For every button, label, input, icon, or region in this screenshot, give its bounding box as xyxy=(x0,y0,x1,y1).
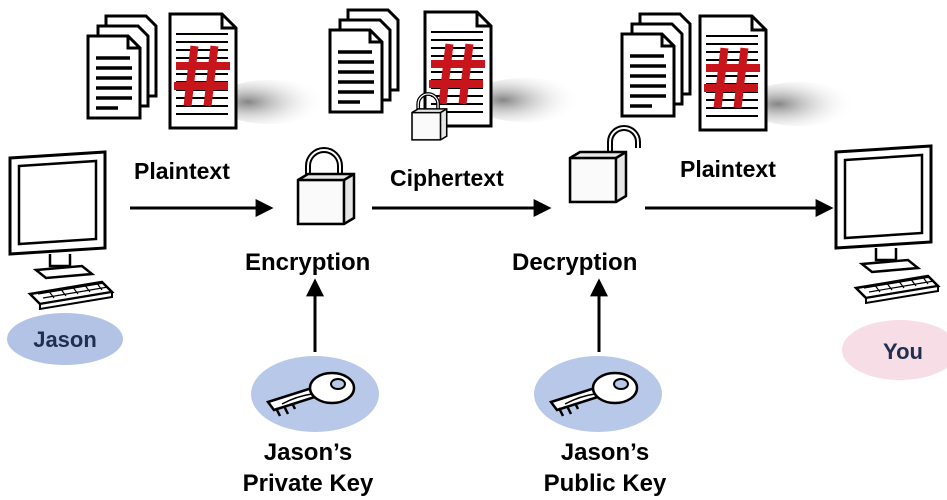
padlock-closed-icon xyxy=(298,150,354,224)
sender-badge: Jason xyxy=(7,313,123,365)
sender-name: Jason xyxy=(33,327,97,352)
public-key-badge xyxy=(534,356,662,432)
receiver-computer-icon xyxy=(834,144,940,305)
sender-computer-icon xyxy=(8,150,114,311)
document-stack-icon xyxy=(86,14,158,120)
public-key-label: Public Key xyxy=(544,470,667,497)
public-key-owner-label: Jason’s xyxy=(561,439,650,466)
padlock-open-icon xyxy=(570,128,638,202)
document-stack-icon xyxy=(620,12,692,118)
hash-document-icon xyxy=(170,14,325,128)
document-group-middle xyxy=(328,8,580,142)
document-group-right xyxy=(620,12,855,130)
receiver-badge: You xyxy=(842,320,947,380)
encryption-label: Encryption xyxy=(245,249,370,276)
document-stack-icon xyxy=(328,8,400,114)
plaintext-label-left: Plaintext xyxy=(134,158,230,184)
private-key-label: Private Key xyxy=(243,470,374,497)
private-key-badge xyxy=(251,356,379,432)
ciphertext-label: Ciphertext xyxy=(390,165,504,191)
hash-document-icon xyxy=(700,16,855,130)
decryption-label: Decryption xyxy=(512,249,637,276)
private-key-owner-label: Jason’s xyxy=(264,439,353,466)
receiver-name: You xyxy=(883,339,923,364)
plaintext-label-right: Plaintext xyxy=(680,156,776,182)
document-group-left xyxy=(86,14,325,128)
hash-document-icon xyxy=(425,12,580,126)
